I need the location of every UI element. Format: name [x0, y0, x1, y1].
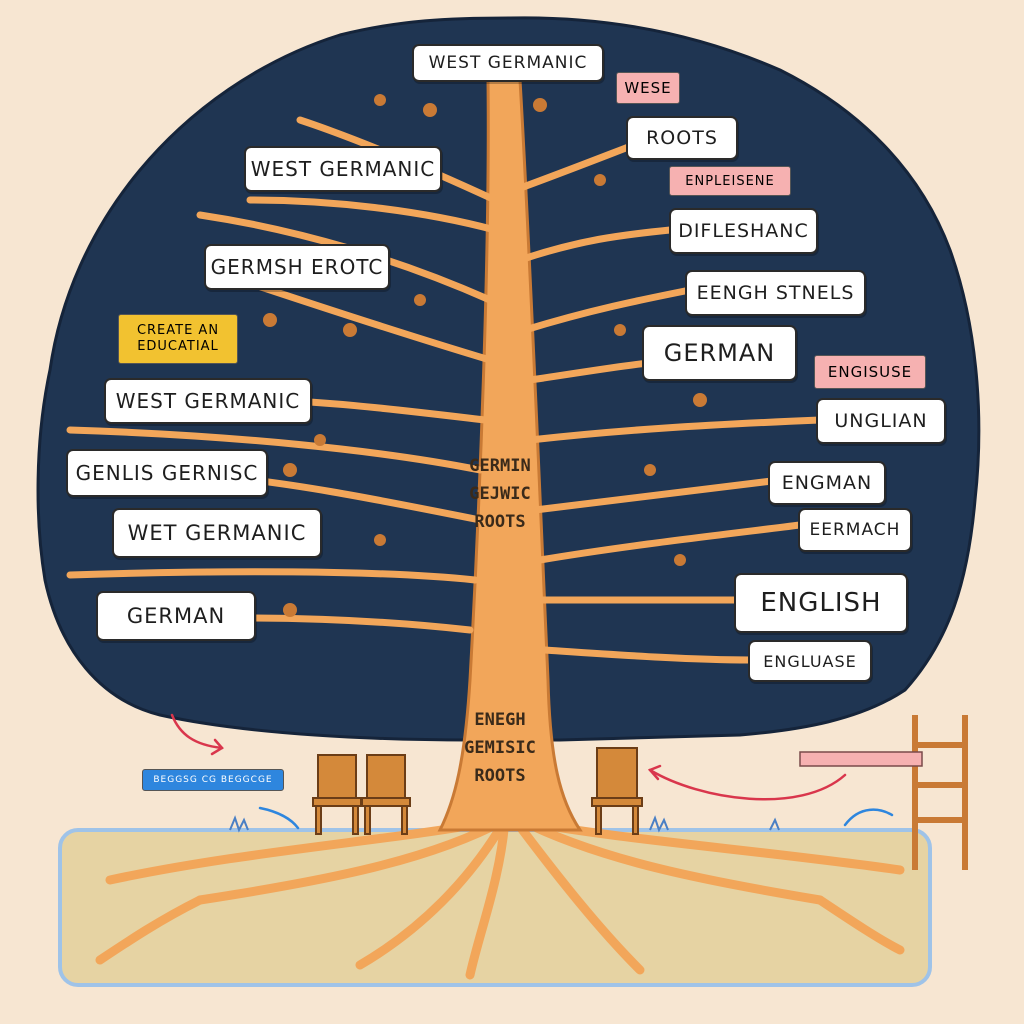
yellow-note: CREATE AN EDUCATIAL — [118, 314, 238, 364]
trunk-lower-line-3: ROOTS — [450, 762, 550, 790]
chair-right — [592, 748, 642, 834]
label-left-1: WEST GERMANIC — [244, 146, 442, 192]
label-right-6: ENGMAN — [768, 461, 886, 505]
pink-tag-3: ENGISUSE — [814, 355, 926, 389]
trunk-upper-line-3: ROOTS — [452, 508, 548, 536]
blue-strip: BEGGSG CG BEGGCGE — [142, 769, 284, 791]
label-right-4: GERMAN — [642, 325, 797, 381]
yellow-note-line-2: EDUCATIAL — [137, 339, 219, 355]
trunk-text-lower: ENEGH GEMISIC ROOTS — [450, 706, 550, 790]
label-right-7: EERMACH — [798, 508, 912, 552]
label-right-2: DIFLESHANC — [669, 208, 818, 254]
label-right-1: ROOTS — [626, 116, 738, 160]
pink-tag-2: ENPLEISENE — [669, 166, 791, 196]
label-right-9: ENGLUASE — [748, 640, 872, 682]
label-left-2: GERMSH EROTC — [204, 244, 390, 290]
yellow-note-line-1: CREATE AN — [137, 323, 219, 339]
plank — [800, 752, 922, 766]
chair-left — [313, 755, 361, 834]
label-left-4: GENLIS GERNISC — [66, 449, 268, 497]
label-left-5: WET GERMANIC — [112, 508, 322, 558]
pink-tag-1: WESE — [616, 72, 680, 104]
trunk-lower-line-1: ENEGH — [450, 706, 550, 734]
trunk-text-upper: GERMIN GEJWIC ROOTS — [452, 452, 548, 536]
label-right-3: EENGH STNELS — [685, 270, 866, 316]
label-right-8: ENGLISH — [734, 573, 908, 633]
label-left-3: WEST GERMANIC — [104, 378, 312, 424]
label-top-west-germanic: WEST GERMANIC — [412, 44, 604, 82]
label-left-6: GERMAN — [96, 591, 256, 641]
trunk-lower-line-2: GEMISIC — [450, 734, 550, 762]
trunk-upper-line-2: GEJWIC — [452, 480, 548, 508]
label-right-5: UNGLIAN — [816, 398, 946, 444]
chair-middle — [362, 755, 410, 834]
trunk-upper-line-1: GERMIN — [452, 452, 548, 480]
